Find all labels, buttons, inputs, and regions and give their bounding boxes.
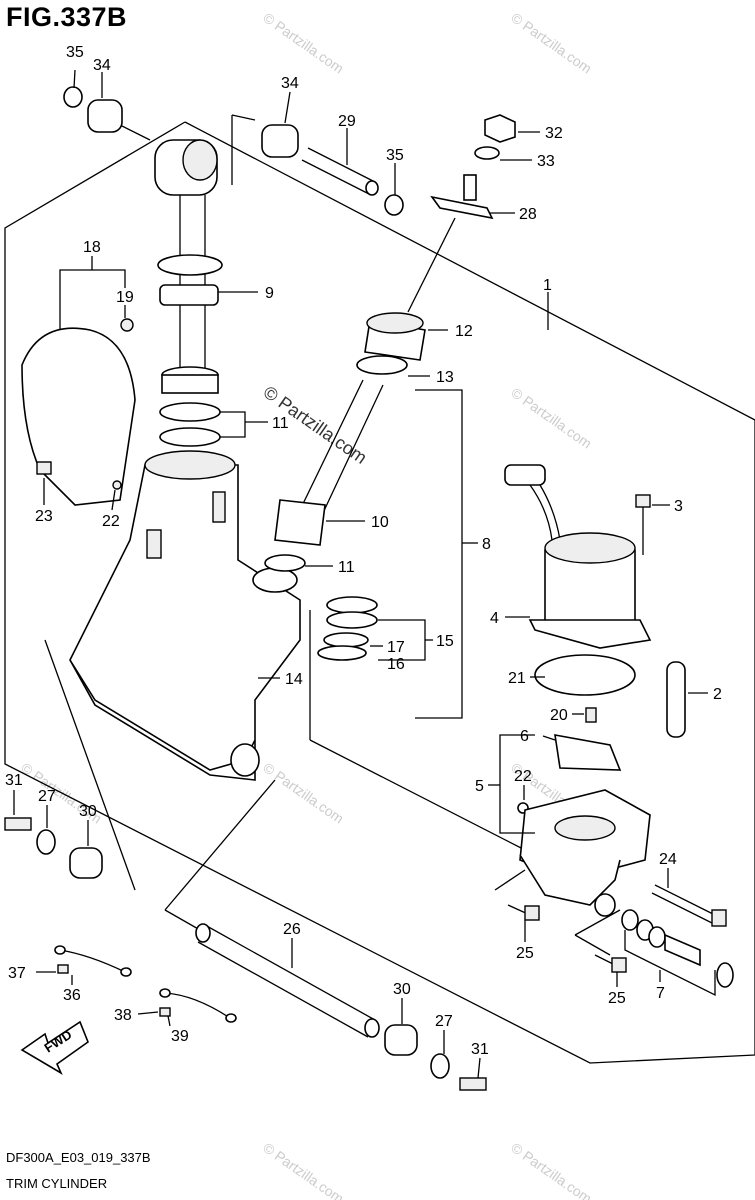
callout-4: 4 <box>490 610 499 627</box>
callout-35: 35 <box>66 44 84 61</box>
callout-29: 29 <box>338 113 356 130</box>
ground-wires <box>54 945 237 1023</box>
pump-unit <box>517 707 651 917</box>
callout-1: 1 <box>543 277 552 294</box>
callout-17: 17 <box>387 639 405 656</box>
piston-rings <box>317 596 378 661</box>
watermark: © Partzilla.com <box>508 1139 594 1200</box>
callout-labels: 35 34 34 29 35 32 33 28 18 19 9 1 12 13 … <box>5 44 722 1058</box>
callout-27: 27 <box>38 788 56 805</box>
watermark: © Partzilla.com <box>260 759 346 826</box>
callout-3: 3 <box>674 498 683 515</box>
callout-28: 28 <box>519 206 537 223</box>
trim-motor <box>504 464 652 649</box>
callout-7: 7 <box>656 985 665 1002</box>
diagram-code: DF300A_E03_019_337B <box>6 1150 151 1165</box>
callout-20: 20 <box>550 707 568 724</box>
callout-32: 32 <box>545 125 563 142</box>
callout-33: 33 <box>537 153 555 170</box>
diagram-name: TRIM CYLINDER <box>6 1176 108 1191</box>
callout-9: 9 <box>265 285 274 302</box>
callout-31: 31 <box>5 772 23 789</box>
callout-22: 22 <box>102 513 120 530</box>
figure-title: FIG.337B <box>6 2 128 32</box>
callout-8: 8 <box>482 536 491 553</box>
bracket <box>666 661 686 738</box>
callout-13: 13 <box>436 369 454 386</box>
callout-6: 6 <box>520 728 529 745</box>
callout-25: 25 <box>516 945 534 962</box>
callout-27: 27 <box>435 1013 453 1030</box>
watermark: © Partzilla.com <box>508 384 594 451</box>
o-ring <box>159 402 221 422</box>
top-fittings <box>430 114 516 220</box>
callout-24: 24 <box>659 851 677 868</box>
callout-39: 39 <box>171 1028 189 1045</box>
guide-lines <box>44 114 621 956</box>
callout-21: 21 <box>508 670 526 687</box>
callout-19: 19 <box>116 289 134 306</box>
callout-38: 38 <box>114 1007 132 1024</box>
cover <box>21 318 136 506</box>
lower-pin <box>4 817 487 1091</box>
callout-22: 22 <box>514 768 532 785</box>
callout-23: 23 <box>35 508 53 525</box>
callout-26: 26 <box>283 921 301 938</box>
callout-18: 18 <box>83 239 101 256</box>
o-ring <box>159 427 221 447</box>
cylinder-body <box>69 450 301 781</box>
watermark: © Partzilla.com <box>260 1139 346 1200</box>
callout-11: 11 <box>338 559 355 576</box>
gland-and-piston <box>264 312 426 572</box>
bolts <box>507 884 727 973</box>
callout-25: 25 <box>608 990 626 1007</box>
callout-12: 12 <box>455 323 473 340</box>
callout-34: 34 <box>93 57 111 74</box>
fwd-arrow: FWD <box>20 1020 89 1075</box>
callout-36: 36 <box>63 987 81 1004</box>
callout-5: 5 <box>475 778 484 795</box>
callout-31: 31 <box>471 1041 489 1058</box>
callout-16: 16 <box>387 656 405 673</box>
watermark: © Partzilla.com <box>260 9 346 76</box>
callout-15: 15 <box>436 633 454 650</box>
manual-valve <box>621 909 734 988</box>
callout-2: 2 <box>713 686 722 703</box>
callout-35: 35 <box>386 147 404 164</box>
callout-10: 10 <box>371 514 389 531</box>
leader-lines <box>13 69 716 1079</box>
motor-o-ring <box>534 654 636 696</box>
callout-30: 30 <box>393 981 411 998</box>
callout-30: 30 <box>79 803 97 820</box>
trim-rod <box>154 139 223 394</box>
callout-37: 37 <box>8 965 26 982</box>
assembly-boundary <box>4 121 755 1064</box>
callout-14: 14 <box>285 671 303 688</box>
callout-34: 34 <box>281 75 299 92</box>
pivot-pin <box>63 86 404 216</box>
watermark: © Partzilla.com <box>508 9 594 76</box>
callout-11: 11 <box>272 415 289 432</box>
